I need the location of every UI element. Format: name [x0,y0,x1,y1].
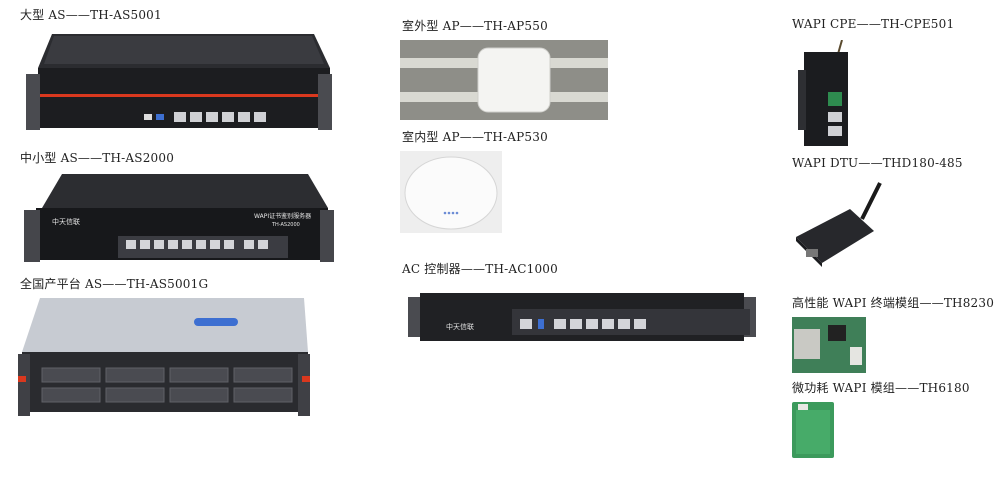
as2000-brand-text: 中天信联 [52,217,80,226]
image-th8230-module [792,317,866,373]
ac1000-brand-text: 中天信联 [446,322,474,331]
image-th6180-module [792,402,834,458]
image-ap530-indoor [400,151,502,233]
label-as5001: 大型 AS——TH-AS5001 [20,8,162,22]
image-as2000-server: 中天信联 WAPI证书鉴别服务器 TH-AS2000 [22,172,334,266]
image-cpe501 [794,40,858,148]
image-ap550-outdoor [400,40,608,120]
label-ap550: 室外型 AP——TH-AP550 [402,19,548,33]
label-as2000: 中小型 AS——TH-AS2000 [20,151,175,165]
as2000-panel-text: WAPI证书鉴别服务器 [254,212,311,220]
label-thd180: WAPI DTU——THD180-485 [792,156,963,170]
label-th8230: 高性能 WAPI 终端模组——TH8230 [792,296,995,310]
label-cpe501: WAPI CPE——TH-CPE501 [792,17,955,31]
label-as5001g: 全国产平台 AS——TH-AS5001G [20,277,209,291]
label-ap530: 室内型 AP——TH-AP530 [402,130,548,144]
image-as5001g-server [18,296,310,420]
image-ac1000-controller: 中天信联 [408,293,756,345]
image-as5001-server [24,28,334,140]
as2000-model-text: TH-AS2000 [271,222,300,228]
label-ac1000: AC 控制器——TH-AC1000 [402,262,558,276]
image-thd180-dtu [792,179,888,271]
label-th6180: 微功耗 WAPI 模组——TH6180 [792,381,970,395]
